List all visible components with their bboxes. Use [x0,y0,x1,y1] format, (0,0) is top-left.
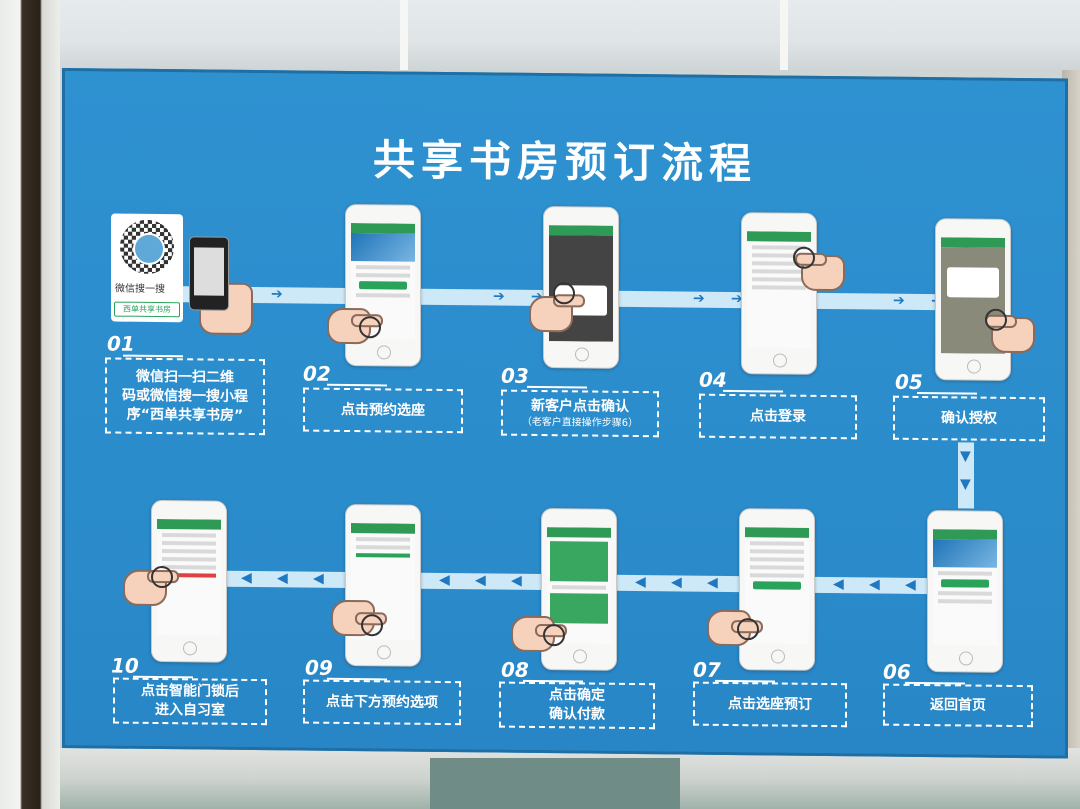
step-label-box: 点击下方预约选项 [303,679,461,726]
step-label: 确认付款 [549,706,605,723]
step-label-box: 点击预约选座 [303,387,463,434]
step-note: （老客户直接操作步骤6） [521,416,639,430]
search-keyword-box: 西单共享书房 [114,301,180,318]
tap-indicator-icon [985,308,1007,331]
arrow-left-icon: ◀ [905,576,916,593]
phone-screenshot-step-7 [739,508,815,671]
step-number: 09 [305,655,333,680]
step-number: 07 [693,657,721,682]
tap-indicator-icon [151,565,173,589]
arrow-down-icon: ▼ [960,448,971,465]
step-label: 点击选座预订 [728,695,812,713]
step-number: 03 [501,363,529,388]
step-label: 点击预约选座 [341,401,425,419]
step-number: 05 [895,369,923,395]
step-label: 点击智能门锁后 [141,682,239,700]
wechat-search-label: 微信搜一搜 [115,283,165,296]
step-label: 点击下方预约选项 [326,693,438,711]
step-label: 点击确定 [549,687,605,704]
tap-indicator-icon [553,282,575,305]
arrow-left-icon: ◀ [475,572,486,589]
arrow-left-icon: ◀ [869,576,880,593]
arrow-left-icon: ◀ [511,572,522,589]
step-label: 进入自习室 [155,701,225,719]
arrow-right-icon: ➔ [493,288,505,305]
scanning-phone-icon [189,236,229,311]
arrow-right-icon: ➔ [693,290,705,307]
arrow-right-icon: ➔ [271,286,283,303]
arrow-left-icon: ◀ [707,574,718,591]
tap-indicator-icon [543,624,565,647]
step-number: 06 [883,659,911,684]
tap-indicator-icon [737,618,759,641]
tap-indicator-icon [359,316,381,339]
step-label-box: 返回首页 [883,683,1033,728]
phone-screenshot-step-8 [541,508,617,671]
step-number: 02 [303,361,331,386]
step-number: 08 [501,657,529,682]
window-frame [780,0,788,70]
qr-code-card: 微信搜一搜 西单共享书房 [111,213,183,323]
step-label: 点击登录 [750,407,806,425]
step-label-box: 点击确定 确认付款 [499,681,655,730]
step-label-box: 新客户点击确认 （老客户直接操作步骤6） [501,389,659,438]
arrow-left-icon: ◀ [833,576,844,593]
arrow-left-icon: ◀ [241,569,252,586]
qr-logo-icon [133,232,165,266]
step-label-box: 确认授权 [893,395,1045,442]
flow-arrow-band-down: ▼ ▼ [958,442,974,509]
tap-indicator-icon [361,614,383,637]
phone-screenshot-step-9 [345,503,421,667]
step-label: 返回首页 [930,696,986,714]
arrow-left-icon: ◀ [635,574,646,591]
window-frame [400,0,408,70]
step-number: 01 [107,331,135,356]
background-floor-area [60,748,1080,809]
step-label-box: 微信扫一扫二维 码或微信搜一搜小程 序“西单共享书房” [105,357,265,436]
poster-title: 共享书房预订流程 [372,135,757,189]
phone-screenshot-step-5 [935,218,1011,381]
arrow-left-icon: ◀ [671,574,682,591]
tap-indicator-icon [793,246,815,269]
arrow-left-icon: ◀ [439,571,450,589]
step-label-box: 点击登录 [699,393,857,440]
floor-glimpse [430,758,680,809]
phone-screenshot-step-4 [741,212,817,375]
phone-screenshot-step-6 [927,510,1003,673]
step-label-box: 点击智能门锁后 进入自习室 [113,677,267,726]
arrow-left-icon: ◀ [313,570,324,587]
arrow-right-icon: ➔ [893,292,905,309]
step-label: 新客户点击确认 [531,397,629,415]
arrow-left-icon: ◀ [277,570,288,587]
step-label-box: 点击选座预订 [693,681,847,728]
booking-process-poster: 共享书房预订流程 ➔ ➔ ➔ ➔ ➔ ➔ ➔ ➔ ➔ ➔ ➔ ➔ ▼ ▼ ◀ ◀… [62,68,1068,759]
step-number: 04 [699,367,727,392]
step-label: 微信扫一扫二维 [136,368,234,386]
background-ceiling [60,0,1080,70]
step-label: 序“西单共享书房” [126,406,244,424]
step-label: 确认授权 [941,409,997,427]
background-wall-left [0,0,60,809]
step-number: 10 [111,653,139,678]
step-label: 码或微信搜一搜小程 [122,387,248,405]
arrow-down-icon: ▼ [960,476,971,493]
